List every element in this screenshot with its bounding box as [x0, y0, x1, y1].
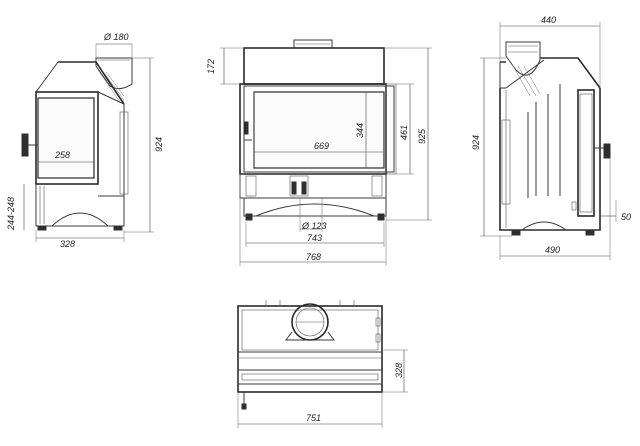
top-dim-width: 751 — [306, 413, 321, 423]
left-flue-collar — [95, 57, 133, 90]
left-door-glass — [37, 97, 95, 179]
front-top-panel — [243, 47, 385, 85]
left-top-hood — [58, 61, 125, 105]
right-door-handle — [603, 143, 611, 159]
right-dim-offset: 50 — [621, 212, 631, 222]
right-dim-height: 924 — [471, 135, 481, 150]
right-hood — [500, 57, 601, 89]
front-dim-glass-width: 669 — [314, 141, 329, 151]
right-dim-depth: 490 — [545, 245, 560, 255]
top-plate — [237, 305, 383, 393]
right-flue — [505, 41, 541, 76]
front-base — [243, 198, 387, 217]
left-dim-inner: 258 — [54, 150, 70, 160]
left-dim-height: 924 — [154, 137, 164, 152]
right-door — [577, 89, 595, 217]
front-dim-door-height: 461 — [399, 125, 409, 140]
left-dim-legs: 244-248 — [6, 197, 16, 231]
top-front-band — [237, 369, 383, 385]
left-side-view: Ø 180 924 258 244-248 328 — [6, 32, 164, 249]
front-dim-total-height: 925 — [417, 128, 427, 144]
front-dim-inlet: Ø 123 — [301, 221, 327, 231]
right-body — [499, 88, 601, 231]
front-dim-total-width: 768 — [306, 252, 321, 262]
left-dim-width: 328 — [60, 239, 75, 249]
front-view: Ø 123 743 768 669 172 344 461 925 — [206, 39, 432, 266]
left-dim-flue: Ø 180 — [103, 32, 129, 42]
right-dim-top-width: 440 — [541, 15, 556, 25]
top-view: 328 751 — [237, 300, 408, 428]
front-lower-box — [239, 173, 387, 199]
left-base — [35, 184, 125, 227]
front-dim-glass-height: 344 — [355, 123, 365, 138]
top-dim-depth: 328 — [394, 363, 404, 378]
front-door-handle — [243, 121, 249, 135]
left-door-handle — [21, 133, 29, 157]
left-body — [35, 91, 99, 185]
right-side-view: 440 924 50 490 — [471, 15, 631, 260]
front-dim-base-width: 743 — [307, 233, 322, 243]
front-dim-top: 172 — [206, 59, 216, 74]
